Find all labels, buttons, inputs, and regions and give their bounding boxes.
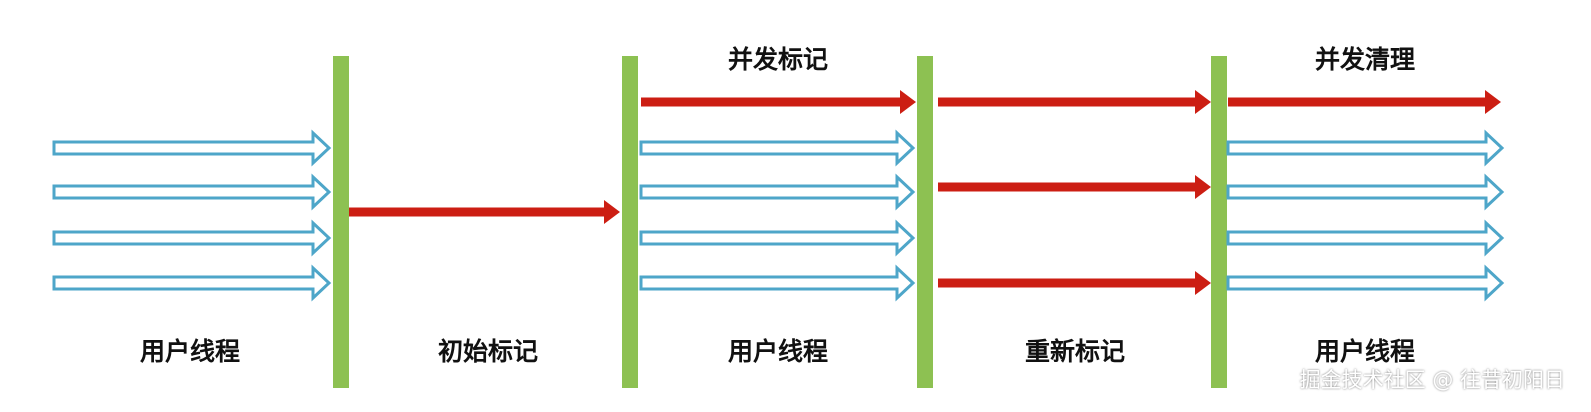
user-thread-arrow-5 xyxy=(639,129,916,167)
gc-thread-arrow-5 xyxy=(938,271,1211,295)
phase-label-concurrent-mark: 并发标记 xyxy=(727,45,828,74)
gc-thread-arrow-1 xyxy=(349,200,620,224)
gc-thread-arrow-4 xyxy=(938,175,1211,199)
phase-label-user-threads-1: 用户线程 xyxy=(139,337,240,366)
phase-label-initial-mark: 初始标记 xyxy=(437,337,538,366)
phase-label-concurrent-sweep: 并发清理 xyxy=(1314,45,1415,74)
user-thread-arrow-3 xyxy=(52,219,332,257)
gc-thread-arrow-6 xyxy=(1228,90,1501,114)
user-thread-arrows xyxy=(52,129,1505,302)
stw-pause-bar-4 xyxy=(1211,56,1227,388)
user-thread-arrow-9 xyxy=(1226,129,1505,167)
stw-pause-bar-3 xyxy=(917,56,933,388)
phase-label-remark: 重新标记 xyxy=(1024,337,1125,366)
gc-thread-arrow-2 xyxy=(641,90,916,114)
stw-pause-bar-1 xyxy=(333,56,349,388)
user-thread-arrow-10 xyxy=(1226,173,1505,211)
user-thread-arrow-6 xyxy=(639,173,916,211)
user-thread-arrow-12 xyxy=(1226,264,1505,302)
phase-label-user-threads-3: 用户线程 xyxy=(1314,337,1415,366)
user-thread-arrow-11 xyxy=(1226,219,1505,257)
user-thread-arrow-4 xyxy=(52,264,332,302)
watermark: 掘金技术社区 @ 往昔初阳日 xyxy=(1299,368,1565,392)
phase-label-user-threads-2: 用户线程 xyxy=(727,337,828,366)
user-thread-arrow-1 xyxy=(52,129,332,167)
pause-bars xyxy=(333,56,1227,388)
user-thread-arrow-8 xyxy=(639,264,916,302)
stw-pause-bar-2 xyxy=(622,56,638,388)
user-thread-arrow-2 xyxy=(52,173,332,211)
gc-thread-arrows xyxy=(349,90,1501,295)
gc-thread-arrow-3 xyxy=(938,90,1211,114)
user-thread-arrow-7 xyxy=(639,219,916,257)
